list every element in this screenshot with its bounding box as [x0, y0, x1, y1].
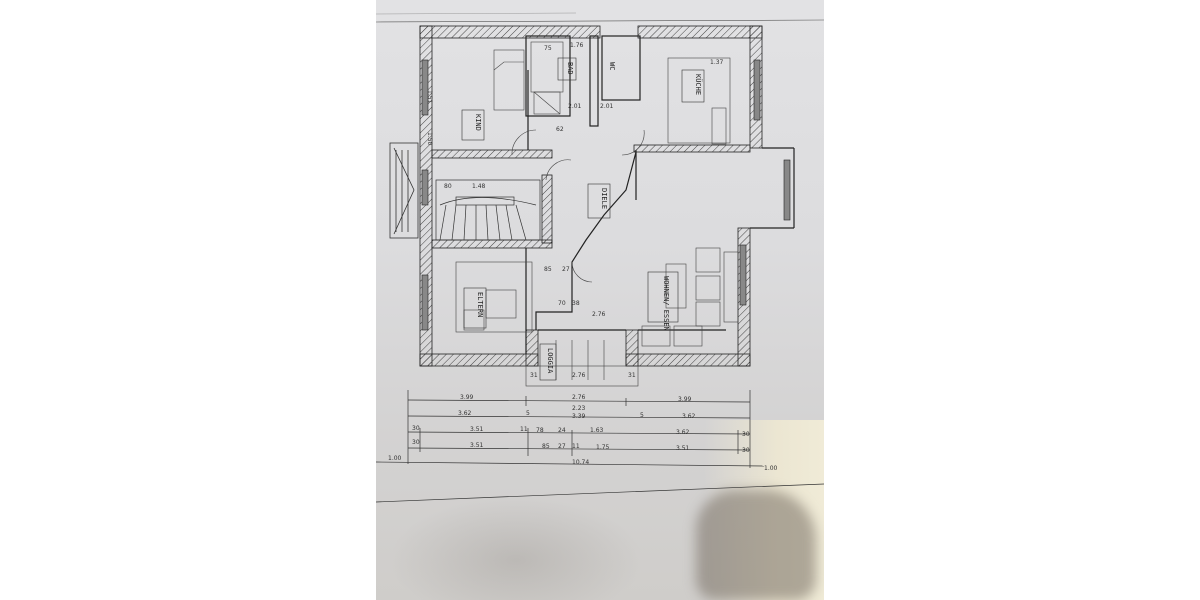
- svg-text:30: 30: [742, 447, 750, 454]
- svg-text:30: 30: [412, 425, 420, 432]
- svg-text:1.75: 1.75: [596, 444, 610, 451]
- interior-dimensions: 1.51 1.50 75 1.76 2.01 2.01 1.37 1.48 80…: [426, 42, 724, 379]
- svg-text:3.39: 3.39: [572, 413, 586, 420]
- outer-walls: [419, 25, 763, 367]
- room-label-diele: DIELE: [600, 188, 608, 209]
- svg-text:1.00: 1.00: [388, 455, 402, 462]
- floor-plan-drawing: KIND BAD WC KÜCHE DIELE ELTERN: [376, 12, 824, 503]
- svg-text:3.62: 3.62: [676, 429, 690, 436]
- svg-text:3.51: 3.51: [470, 426, 484, 433]
- furniture: [455, 41, 739, 387]
- svg-text:5: 5: [640, 412, 644, 419]
- svg-text:11: 11: [572, 443, 580, 450]
- svg-text:27: 27: [562, 266, 570, 273]
- svg-text:85: 85: [544, 266, 552, 273]
- svg-text:1.63: 1.63: [590, 427, 604, 434]
- svg-text:3.62: 3.62: [458, 410, 472, 417]
- svg-text:27: 27: [558, 443, 566, 450]
- svg-text:1.37: 1.37: [710, 59, 724, 66]
- staircase: [435, 179, 541, 241]
- dimension-chains: [376, 390, 824, 503]
- svg-text:80: 80: [444, 183, 452, 190]
- svg-text:70: 70: [558, 300, 566, 307]
- door-swings: [511, 129, 645, 283]
- svg-text:2.76: 2.76: [592, 311, 606, 318]
- svg-text:78: 78: [536, 427, 544, 434]
- svg-text:2.23: 2.23: [572, 405, 586, 412]
- room-label-bad: BAD: [566, 62, 574, 75]
- balcony-left: [389, 142, 419, 239]
- svg-text:85: 85: [542, 443, 550, 450]
- svg-text:30: 30: [742, 431, 750, 438]
- svg-text:31: 31: [628, 372, 636, 379]
- svg-text:1.50: 1.50: [426, 132, 433, 146]
- room-label-wohnen: WOHNEN/ ESSEN: [662, 276, 670, 331]
- floor-plan-photo: KIND BAD WC KÜCHE DIELE ELTERN: [376, 0, 824, 600]
- svg-text:30: 30: [412, 439, 420, 446]
- room-label-eltern: ELTERN: [476, 292, 484, 317]
- svg-text:3.62: 3.62: [682, 413, 696, 420]
- svg-text:62: 62: [556, 126, 564, 133]
- svg-text:38: 38: [572, 300, 580, 307]
- svg-text:2.01: 2.01: [568, 103, 582, 110]
- dimension-labels: 3.99 2.76 3.99 2.23 3.62 5 3.39 5 3.62 3…: [388, 394, 778, 472]
- svg-text:5: 5: [526, 410, 530, 417]
- svg-text:3.51: 3.51: [470, 442, 484, 449]
- svg-text:75: 75: [544, 45, 552, 52]
- svg-text:3.99: 3.99: [460, 394, 474, 401]
- windows: [421, 59, 791, 331]
- room-label-kueche: KÜCHE: [694, 74, 703, 95]
- interior-walls: [525, 35, 795, 354]
- svg-text:1.76: 1.76: [570, 42, 584, 49]
- room-label-kind: KIND: [474, 114, 482, 131]
- svg-text:2.76: 2.76: [572, 394, 586, 401]
- svg-text:2.76: 2.76: [572, 372, 586, 379]
- svg-text:10.74: 10.74: [572, 459, 589, 466]
- svg-text:1.51: 1.51: [426, 90, 433, 104]
- svg-text:24: 24: [558, 427, 566, 434]
- room-labels: KIND BAD WC KÜCHE DIELE ELTERN: [461, 57, 705, 381]
- room-label-loggia: LOGGIA: [546, 348, 554, 374]
- svg-text:11: 11: [520, 426, 528, 433]
- room-label-wc: WC: [608, 62, 616, 70]
- svg-text:31: 31: [530, 372, 538, 379]
- svg-text:2.01: 2.01: [600, 103, 614, 110]
- svg-text:1.48: 1.48: [472, 183, 486, 190]
- svg-text:3.99: 3.99: [678, 396, 692, 403]
- svg-text:3.51: 3.51: [676, 445, 690, 452]
- hand-shadow: [696, 490, 816, 600]
- svg-text:1.00: 1.00: [764, 465, 778, 472]
